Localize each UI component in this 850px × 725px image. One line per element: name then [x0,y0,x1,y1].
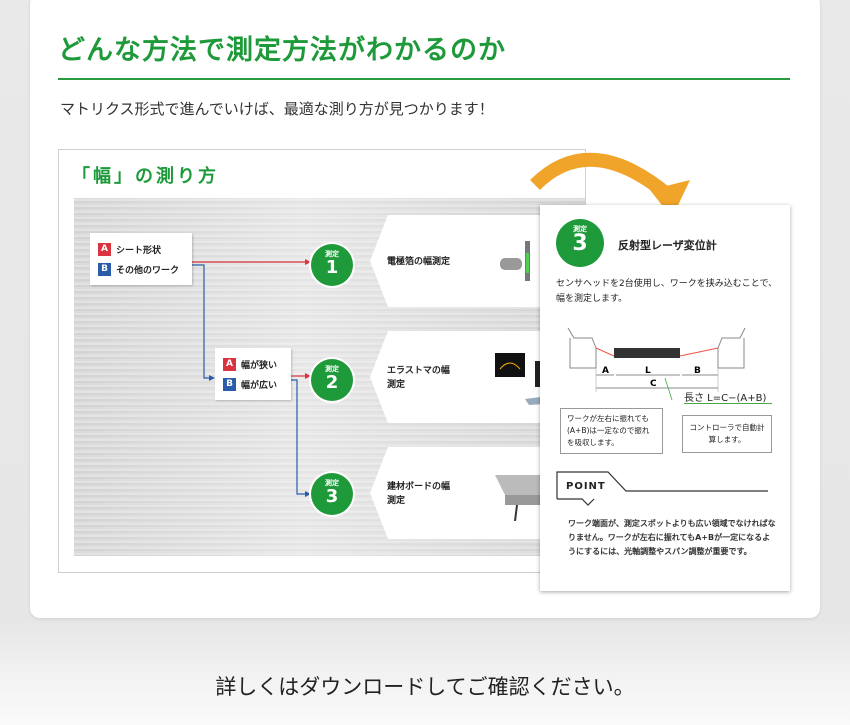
option-b[interactable]: B 幅が広い [223,374,283,394]
tag-b: B [223,377,236,391]
badge-number: 1 [325,257,339,278]
tag-a: A [98,242,111,256]
badge-label: 測定 [325,250,339,258]
dim-a-label: A [602,366,609,376]
detail-title: 反射型レーザ変位計 [618,239,717,252]
panel-heading: 「幅」の測り方 [72,166,219,187]
page-title: どんな方法で測定方法がわかるのか [58,35,506,66]
formula-underline [684,403,772,404]
option-a[interactable]: A 幅が狭い [223,354,283,374]
badge-label: 測定 [325,365,339,373]
measure-label: 電極箔の幅測定 [387,257,451,267]
option-b[interactable]: B その他のワーク [98,259,184,279]
option-label: その他のワーク [116,265,180,276]
tag-a: A [223,357,236,371]
detail-description: センサヘッドを2台使用し、ワークを挟み込むことで、幅を測定します。 [556,279,778,304]
point-text: ワーク端面が、測定スポットよりも広い領域でなければなりません。ワークが左右に振れ… [568,519,776,556]
measure-label: エラストマの幅測定 [387,366,450,390]
formula: 長さ L=C−(A+B) [684,393,767,404]
dim-l-label: L [645,366,651,376]
option-label: シート形状 [116,245,162,256]
point-label: POINT [566,481,606,492]
measurement-diagram: A L B C [567,327,746,400]
option-label: 幅が広い [241,380,278,391]
badge-label: 測定 [573,225,587,233]
title-divider [58,78,790,80]
subtitle: マトリクス形式で進んでいけば、最適な測り方が見つかります！ [60,100,494,118]
shape-choice-box: A シート形状 B その他のワーク [90,233,192,285]
badge-number: 3 [572,231,588,256]
badge-number: 3 [325,486,339,507]
badge-number: 2 [325,372,339,393]
dim-c-label: C [650,379,657,389]
option-a[interactable]: A シート形状 [98,239,184,259]
measure-label: 建材ボードの幅測定 [387,482,451,506]
note-box: ワークが左右に振れても(A+B)は一定なので振れを吸収します。 [560,408,663,454]
point-header-frame [556,471,768,506]
footer-cta: 詳しくはダウンロードしてご確認ください。 [215,675,635,699]
dim-b-label: B [694,366,701,376]
tag-b: B [98,262,111,276]
arrow-icon [650,180,690,218]
badge-label: 測定 [325,479,339,487]
width-choice-box: A 幅が狭い B 幅が広い [215,348,291,400]
note-box: コントローラで自動計算します。 [682,415,772,453]
option-label: 幅が狭い [241,360,278,371]
